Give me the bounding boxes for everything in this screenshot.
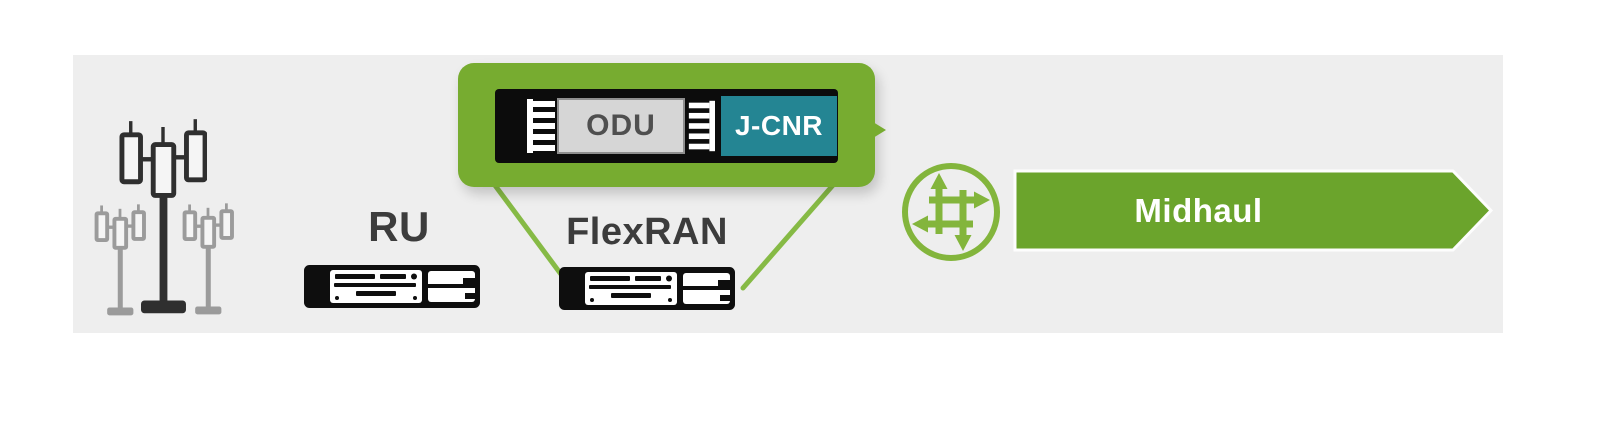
ru-server-icon <box>304 265 480 308</box>
cell-tower-icon-main <box>119 119 207 314</box>
callout-pointer-nub <box>873 122 886 138</box>
callout-server-chassis: ODU J-CNR <box>495 89 838 163</box>
jcnr-label: J-CNR <box>734 110 824 141</box>
flexran-label: FlexRAN <box>566 211 728 253</box>
ru-label: RU <box>368 203 430 250</box>
heatsink-fins-right-icon <box>688 100 715 152</box>
midhaul-label: Midhaul <box>1134 191 1263 229</box>
heatsink-fins-left-icon <box>527 99 555 153</box>
cell-tower-icon-small-right <box>182 203 234 315</box>
odu-module: ODU <box>557 98 685 154</box>
odu-label: ODU <box>586 109 656 142</box>
flexran-server-icon <box>559 267 735 310</box>
juniper-networks-logo <box>902 163 1000 261</box>
jcnr-module: J-CNR <box>721 96 837 156</box>
cell-tower-icon-small-left <box>94 204 146 316</box>
midhaul-banner-arrow-shape <box>1013 169 1494 252</box>
server-zoom-callout: ODU J-CNR <box>458 63 886 187</box>
